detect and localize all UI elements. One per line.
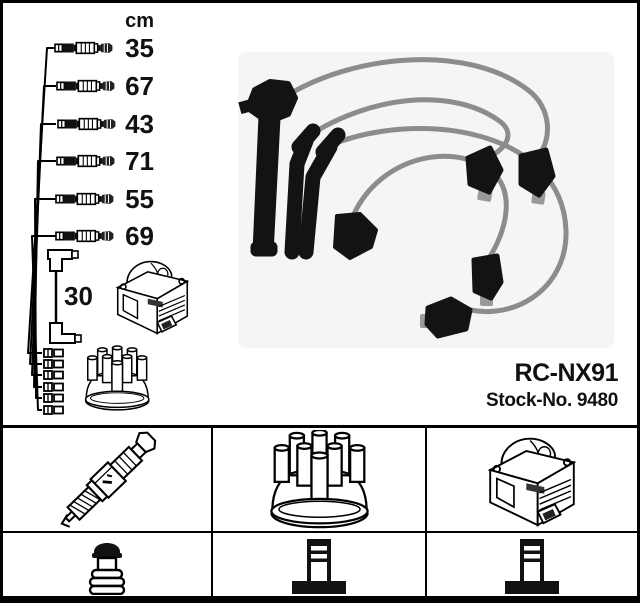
grid-cell-distributor-terminal-2 <box>427 533 637 596</box>
grid-cell-ignition-coil <box>427 428 637 533</box>
grid-cell-distributor-terminal-1 <box>213 533 427 596</box>
photo-boots <box>238 79 556 339</box>
part-number: RC-NX91 <box>514 359 619 387</box>
cable-end-assemblies <box>54 41 117 243</box>
distributor-terminal-icon <box>505 539 559 594</box>
stock-number: Stock-No. 9480 <box>485 390 618 411</box>
grid-cell-spark-plug <box>3 428 213 533</box>
cable-length-label: 69 <box>125 221 154 251</box>
cable-length-label: 55 <box>125 184 154 214</box>
plug-terminal-nut-icon <box>88 541 126 595</box>
cable-length-diagram <box>27 41 189 415</box>
photo-backdrop <box>238 52 614 348</box>
ignition-coil-drawing <box>116 260 189 335</box>
spark-plug-icon <box>52 429 163 530</box>
photo-cables <box>285 57 569 314</box>
wire-harness-lines <box>27 47 56 411</box>
ignition-coil-icon <box>489 437 575 527</box>
grid-cell-terminal-nut <box>3 533 213 596</box>
distributor-stub-connectors <box>43 348 64 415</box>
coil-cable-length-label: 30 <box>64 281 93 311</box>
distributor-terminal-icon <box>292 539 346 594</box>
cable-length-label: 71 <box>125 146 154 176</box>
coil-cable-drawing <box>47 249 82 344</box>
ignition-cable-kit-diagram <box>27 41 614 415</box>
grid-cell-distributor-cap <box>213 428 427 533</box>
distributor-cap-icon <box>269 429 369 528</box>
cable-length-label: 43 <box>125 109 154 139</box>
wire-set-photo <box>238 52 614 348</box>
cable-length-label: 67 <box>125 71 154 101</box>
unit-label: cm <box>125 10 154 32</box>
component-icon-grid <box>3 425 637 596</box>
distributor-cap-drawing <box>84 345 150 411</box>
technical-diagram-section: cm 35 67 43 71 55 69 30 RC-NX91 Stock-No… <box>3 3 637 425</box>
cable-length-label: 35 <box>125 33 154 63</box>
